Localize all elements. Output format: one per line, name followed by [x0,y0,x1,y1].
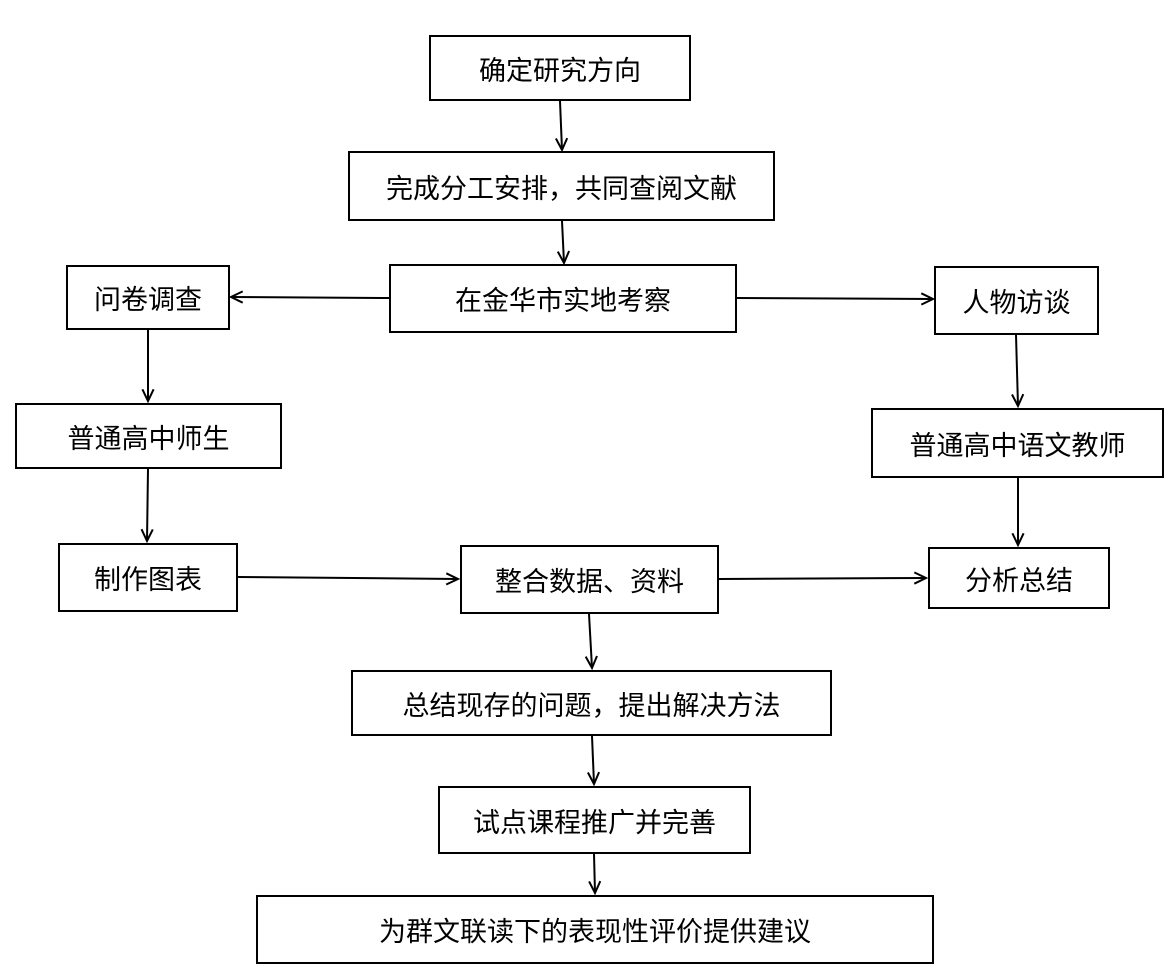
node-determine-research-direction: 确定研究方向 [429,35,691,101]
node-summarize-problems-solutions: 总结现存的问题，提出解决方法 [351,670,832,736]
node-make-charts: 制作图表 [58,543,238,612]
arrow-n7-to-n10 [1011,478,1025,548]
arrow-n8-to-n9 [237,572,461,586]
arrow-n9-to-n11 [584,613,598,671]
arrow-n9-to-n10 [718,571,929,585]
arrow-n3-to-n4 [228,290,390,304]
node-questionnaire-survey: 问卷调查 [66,265,230,330]
node-interviews: 人物访谈 [934,266,1099,335]
arrow-n3-to-n5 [736,292,936,306]
node-performance-evaluation-suggestions: 为群文联读下的表现性评价提供建议 [256,895,934,964]
node-field-investigation: 在金华市实地考察 [389,264,737,333]
node-analysis-summary: 分析总结 [928,547,1110,609]
node-high-school-chinese-teachers: 普通高中语文教师 [871,408,1164,478]
node-high-school-teachers-students: 普通高中师生 [15,403,282,469]
arrow-n11-to-n12 [587,735,601,787]
arrow-n2-to-n3 [556,220,571,266]
arrow-n5-to-n7 [1011,334,1025,409]
arrow-n12-to-n13 [588,853,602,896]
node-integrate-data: 整合数据、资料 [460,545,719,614]
node-division-of-labor-literature-review: 完成分工安排，共同查阅文献 [348,151,775,221]
arrow-n6-to-n8 [140,468,154,544]
arrow-n4-to-n6 [141,330,155,404]
arrow-n1-to-n2 [555,100,569,153]
node-pilot-course-promotion: 试点课程推广并完善 [438,786,751,854]
